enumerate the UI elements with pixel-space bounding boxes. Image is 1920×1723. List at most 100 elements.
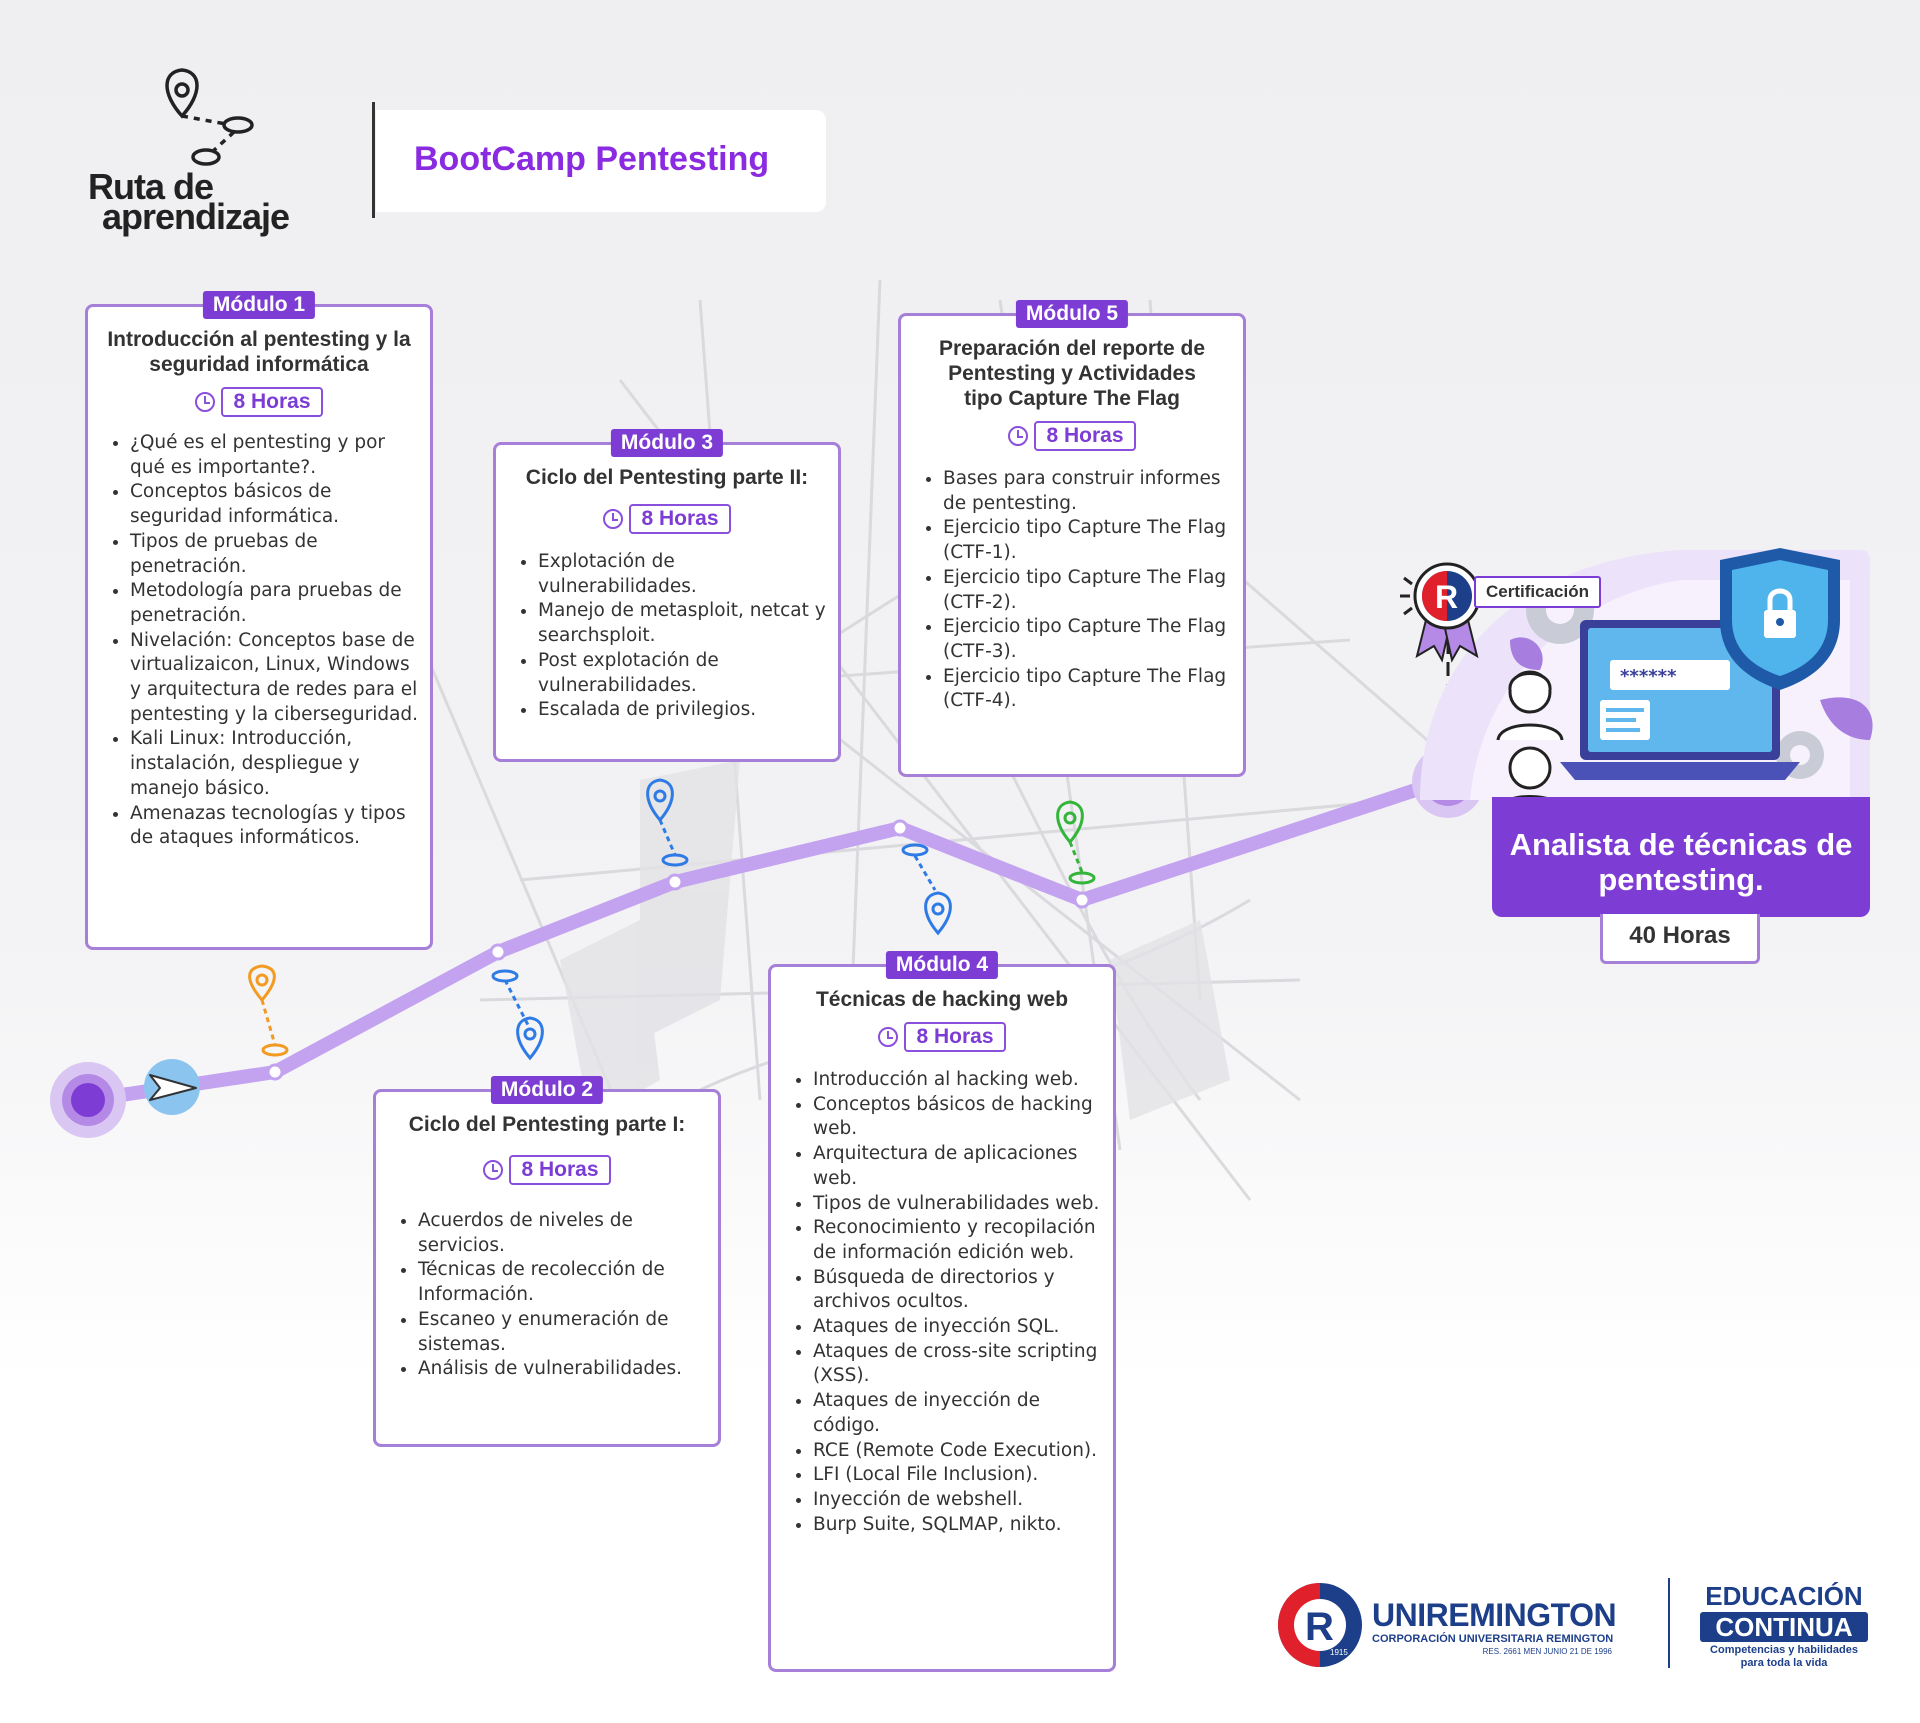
list-item: Introducción al hacking web.	[813, 1068, 1103, 1093]
edu-tagline-2: para toda la vida	[1740, 1657, 1828, 1669]
list-item: Metodología para pruebas de penetración.	[130, 579, 420, 628]
module-3-title: Ciclo del Pentesting parte II:	[525, 466, 809, 489]
svg-text:R: R	[1305, 1605, 1334, 1649]
list-item: Conceptos básicos de hacking web.	[813, 1093, 1103, 1142]
route-node	[666, 873, 684, 891]
clock-icon	[195, 392, 216, 412]
list-item: Conceptos básicos de seguridad informáti…	[130, 480, 420, 529]
total-hours: 40 Horas	[1600, 914, 1760, 964]
module-2-hours-label: 8 Horas	[509, 1155, 611, 1185]
list-item: Post explotación de vulnerabilidades.	[538, 649, 828, 698]
brand-letter-icon: R	[1435, 579, 1458, 615]
module-2-tag: Módulo 2	[490, 1076, 604, 1104]
pin-module-3-icon	[646, 778, 689, 867]
list-item: Ataques de inyección de código.	[813, 1389, 1103, 1438]
edu-line-2: CONTINUA	[1700, 1612, 1868, 1642]
list-item: ¿Qué es el pentesting y por qué es impor…	[130, 431, 420, 480]
navigation-arrow-icon	[149, 1074, 197, 1101]
route-logo-icon	[165, 68, 254, 166]
module-1-hours-label: 8 Horas	[221, 387, 323, 417]
uni-resolution: RES. 2661 MEN JUNIO 21 DE 1996	[1482, 1647, 1612, 1656]
route-node	[266, 1063, 284, 1081]
edu-tagline-1: Competencias y habilidades	[1710, 1644, 1858, 1656]
uniremington-logo-icon: R	[1278, 1583, 1362, 1667]
footer-divider	[1668, 1578, 1670, 1668]
list-item: Inyección de webshell.	[813, 1488, 1103, 1513]
list-item: Ataques de cross-site scripting (XSS).	[813, 1340, 1103, 1389]
module-4-title: Técnicas de hacking web	[815, 988, 1069, 1011]
list-item: Explotación de vulnerabilidades.	[538, 550, 828, 599]
module-3-tag: Módulo 3	[610, 429, 724, 457]
pin-module-1-icon	[248, 964, 289, 1057]
pin-module-5-icon	[1056, 800, 1096, 885]
list-item: Técnicas de recolección de Información.	[418, 1258, 708, 1307]
clock-icon	[483, 1160, 504, 1180]
list-item: Análisis de vulnerabilidades.	[418, 1357, 708, 1382]
result-card: Analista de técnicas de pentesting.	[1492, 797, 1870, 917]
pin-module-4-icon	[901, 843, 952, 936]
uni-year: 1915	[1330, 1648, 1348, 1657]
uni-name: UNIREMINGTON	[1372, 1597, 1617, 1633]
list-item: Ejercicio tipo Capture The Flag (CTF-4).	[943, 665, 1233, 714]
list-item: Acuerdos de niveles de servicios.	[418, 1209, 708, 1258]
medal-rays-icon	[1400, 576, 1413, 616]
list-item: Tipos de vulnerabilidades web.	[813, 1192, 1103, 1217]
laptop-icon: ******	[1560, 620, 1800, 780]
header-divider	[372, 102, 375, 218]
module-5-hours-label: 8 Horas	[1034, 421, 1136, 451]
module-4-hours-label: 8 Horas	[904, 1022, 1006, 1052]
module-4-tag: Módulo 4	[885, 951, 999, 979]
module-1-tag: Módulo 1	[202, 291, 316, 319]
clock-icon	[878, 1027, 899, 1047]
module-5-title: Preparación del reporte de Pentesting y …	[938, 337, 1206, 410]
list-item: Kali Linux: Introducción, instalación, d…	[130, 727, 420, 801]
route-logo-text: Ruta de aprendizaje	[88, 169, 290, 237]
module-2-items: Acuerdos de niveles de servicios. Técnic…	[396, 1209, 708, 1382]
route-node	[1073, 891, 1091, 909]
page-title-box: BootCamp Pentesting	[376, 110, 826, 212]
pin-module-2-icon	[491, 969, 544, 1061]
module-5-items: Bases para construir informes de pentest…	[921, 467, 1233, 714]
logo-line-2: aprendizaje	[102, 196, 290, 237]
educacion-continua-logo: EDUCACIÓN CONTINUA Competencias y habili…	[1694, 1582, 1874, 1670]
list-item: Manejo de metasploit, netcat y searchspl…	[538, 599, 828, 648]
module-2-hours: 8 Horas	[376, 1155, 718, 1185]
list-item: Amenazas tecnologías y tipos de ataques …	[130, 802, 420, 851]
module-4-items: Introducción al hacking web. Conceptos b…	[791, 1068, 1103, 1537]
certification-illustration: ******	[1420, 548, 1873, 810]
start-marker	[71, 1083, 105, 1117]
module-1-items: ¿Qué es el pentesting y por qué es impor…	[108, 431, 420, 851]
result-title: Analista de técnicas de pentesting.	[1509, 827, 1853, 897]
module-2-title: Ciclo del Pentesting parte I:	[408, 1113, 686, 1136]
module-5-hours: 8 Horas	[901, 421, 1243, 451]
module-4-hours: 8 Horas	[771, 1022, 1113, 1052]
module-1-title: Introducción al pentesting y la segurida…	[107, 328, 411, 376]
password-mask: ******	[1620, 666, 1677, 687]
list-item: Reconocimiento y recopilación de informa…	[813, 1216, 1103, 1265]
list-item: Burp Suite, SQLMAP, nikto.	[813, 1513, 1103, 1538]
lock-icon	[1764, 588, 1796, 638]
list-item: Nivelación: Conceptos base de virtualiza…	[130, 629, 420, 728]
list-item: Tipos de pruebas de penetración.	[130, 530, 420, 579]
list-item: LFI (Local File Inclusion).	[813, 1463, 1103, 1488]
certification-label: Certificación	[1474, 576, 1601, 608]
clock-icon	[1008, 426, 1029, 446]
route-node	[489, 943, 507, 961]
list-item: Escaneo y enumeración de sistemas.	[418, 1308, 708, 1357]
list-item: Ataques de inyección SQL.	[813, 1315, 1103, 1340]
list-item: Bases para construir informes de pentest…	[943, 467, 1233, 516]
list-item: Ejercicio tipo Capture The Flag (CTF-1).	[943, 516, 1233, 565]
clock-icon	[603, 509, 624, 529]
list-item: Arquitectura de aplicaciones web.	[813, 1142, 1103, 1191]
module-3-hours-label: 8 Horas	[629, 504, 731, 534]
list-item: RCE (Remote Code Execution).	[813, 1439, 1103, 1464]
page-title: BootCamp Pentesting	[414, 140, 770, 178]
module-5-tag: Módulo 5	[1015, 300, 1129, 328]
module-5-card: Módulo 5 Preparación del reporte de Pent…	[898, 300, 1246, 777]
module-3-card: Módulo 3 Ciclo del Pentesting parte II: …	[493, 429, 841, 762]
list-item: Ejercicio tipo Capture The Flag (CTF-2).	[943, 566, 1233, 615]
uni-subtitle: CORPORACIÓN UNIVERSITARIA REMINGTON	[1372, 1633, 1614, 1645]
module-1-card: Módulo 1 Introducción al pentesting y la…	[85, 291, 433, 950]
route-node	[891, 819, 909, 837]
certification-medal: R	[1400, 562, 1481, 663]
